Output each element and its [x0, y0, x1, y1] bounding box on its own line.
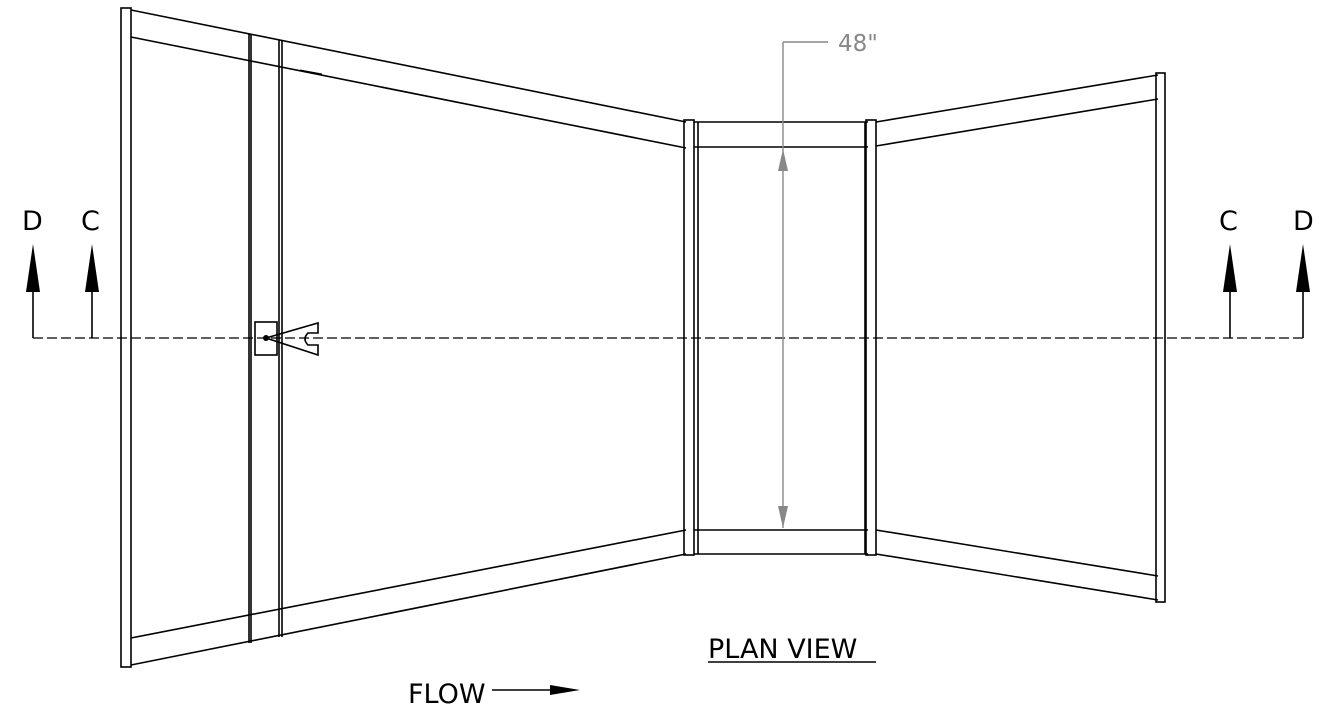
top-mark	[299, 69, 323, 75]
bottom-outer-wall	[130, 553, 687, 666]
inlet-contraction	[120, 7, 695, 668]
flow-label: FLOW	[408, 679, 486, 710]
diffuser-top-inner	[875, 98, 1159, 147]
bracket-base	[254, 321, 278, 356]
section-label-c-left: C	[81, 206, 100, 237]
section-d-left-arrow	[26, 244, 40, 292]
section-label-d-right: D	[1293, 206, 1314, 237]
diffuser-bottom-outer	[875, 553, 1159, 601]
section-d-right-arrow	[1296, 244, 1310, 292]
section-cut-line	[26, 244, 1310, 339]
top-inner-wall	[130, 36, 687, 149]
flow-indicator: FLOW	[408, 679, 580, 710]
probe-pivot	[263, 335, 269, 341]
section-c-left-arrow	[85, 244, 99, 292]
section-label-d-left: D	[22, 206, 43, 237]
view-title: PLAN VIEW	[708, 634, 857, 665]
diffuser-top-outer	[875, 74, 1159, 123]
bottom-inner-wall	[130, 529, 687, 639]
dimension-arrow-bottom	[778, 506, 788, 528]
top-outer-wall	[130, 9, 687, 123]
section-c-right-arrow	[1223, 244, 1237, 292]
probe-fork	[263, 321, 319, 357]
dimension-arrow-top	[778, 149, 788, 171]
flow-arrow-head	[550, 685, 580, 695]
section-label-c-right: C	[1219, 206, 1238, 237]
height-dimension: 48"	[778, 31, 878, 528]
dimension-value: 48"	[838, 31, 878, 57]
diffuser-bottom-inner	[875, 529, 1159, 577]
probe-bracket	[254, 321, 319, 357]
